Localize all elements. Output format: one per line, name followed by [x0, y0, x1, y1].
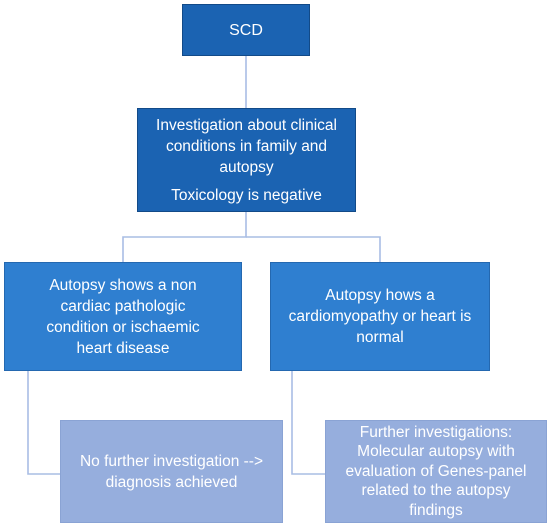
node-non-cardiac-line-3: condition or ischaemic: [46, 318, 200, 336]
node-non-cardiac-line-1: Autopsy shows a non: [49, 276, 197, 294]
connector-right-further: [291, 371, 325, 475]
node-no-further-line-2: diagnosis achieved: [105, 473, 238, 491]
node-no-further-line-1: No further investigation -->: [79, 452, 264, 470]
node-further-line-3: evaluation of Genes-panel: [345, 462, 527, 480]
node-further-line-5: findings: [409, 501, 463, 519]
node-further-line-2: Molecular autopsy with: [357, 443, 515, 461]
node-investigation-line-1: Investigation about clinical: [156, 116, 337, 134]
node-investigation: Investigation about clinical conditions …: [137, 108, 356, 212]
node-further-line-1: Further investigations:: [359, 423, 513, 441]
node-further-investigations: Further investigations: Molecular autops…: [325, 420, 547, 523]
node-cardiomyopathy-line-3: normal: [356, 329, 404, 346]
node-scd-label: SCD: [229, 21, 263, 39]
node-further-line-4: related to the autopsy: [361, 482, 511, 500]
node-investigation-line-2: conditions in family and: [165, 137, 328, 155]
node-cardiomyopathy-line-1: Autopsy hows a: [325, 287, 435, 304]
node-investigation-toxicology: Toxicology is negative: [171, 186, 322, 204]
node-investigation-line-3: autopsy: [219, 158, 274, 176]
connector-left-no-further: [27, 371, 60, 475]
node-cardiomyopathy-line-2: cardiomyopathy or heart is: [288, 308, 472, 325]
connector-investigation-right: [246, 236, 381, 262]
node-non-cardiac: Autopsy shows a non cardiac pathologic c…: [4, 262, 242, 371]
node-non-cardiac-line-4: heart disease: [76, 339, 170, 357]
node-no-further-investigation: No further investigation --> diagnosis a…: [60, 420, 283, 523]
node-cardiomyopathy: Autopsy hows a cardiomyopathy or heart i…: [270, 262, 490, 371]
node-non-cardiac-line-2: cardiac pathologic: [60, 297, 186, 315]
connector-investigation-children: [122, 212, 247, 262]
node-scd: SCD: [182, 4, 310, 56]
